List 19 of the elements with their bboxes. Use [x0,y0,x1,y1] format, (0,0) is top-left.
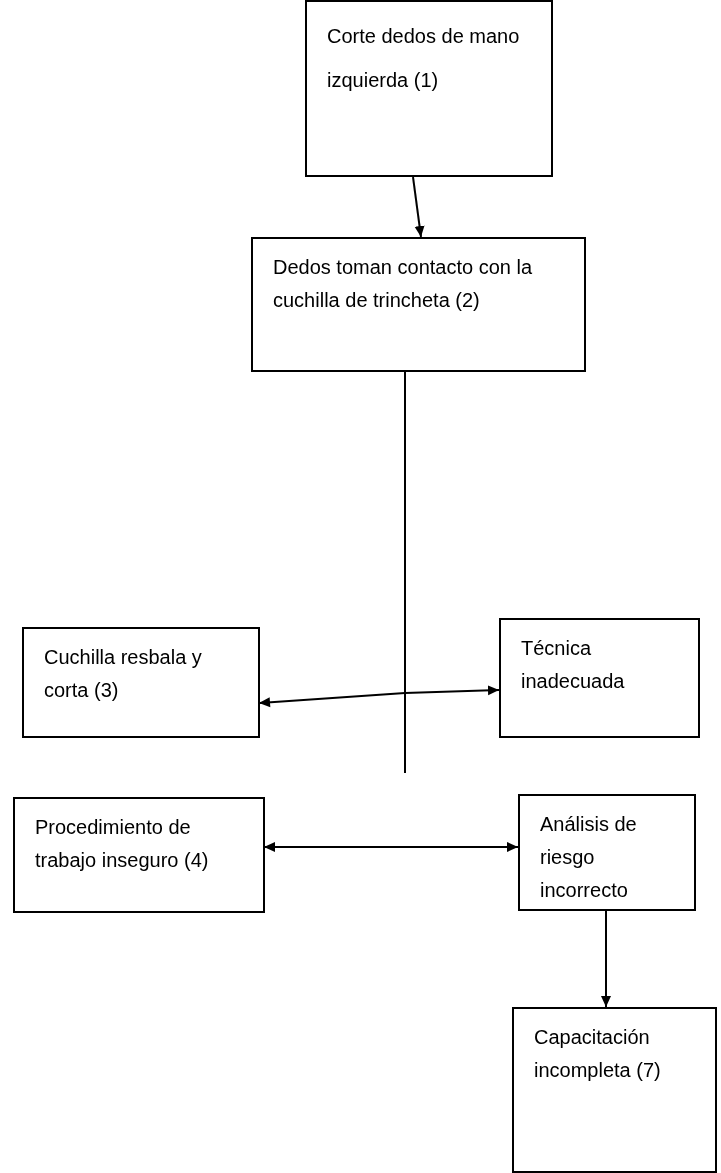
process-box [512,1007,717,1173]
process-box [251,237,586,372]
process-box [499,618,700,738]
arrow [412,176,425,238]
box-text: Análisis de riesgo incorrecto [540,812,638,903]
arrow [601,910,611,1008]
box-text: Corte dedos de mano izquierda (1) [327,24,521,93]
process-box [518,794,696,911]
box-text: Cuchilla resbala y corta (3) [44,645,203,703]
process-box [13,797,265,913]
box-text: Capacitación incompleta (7) [534,1025,662,1083]
connector-line [404,371,406,774]
box-text: Procedimiento de trabajo inseguro (4) [35,815,210,873]
arrow [259,685,500,708]
box-text: Técnica inadecuada [521,636,626,694]
process-box [22,627,260,738]
arrow [264,842,519,852]
box-text: Dedos toman contacto con la cuchilla de trincheta (2) [273,255,534,313]
process-box [305,0,553,177]
